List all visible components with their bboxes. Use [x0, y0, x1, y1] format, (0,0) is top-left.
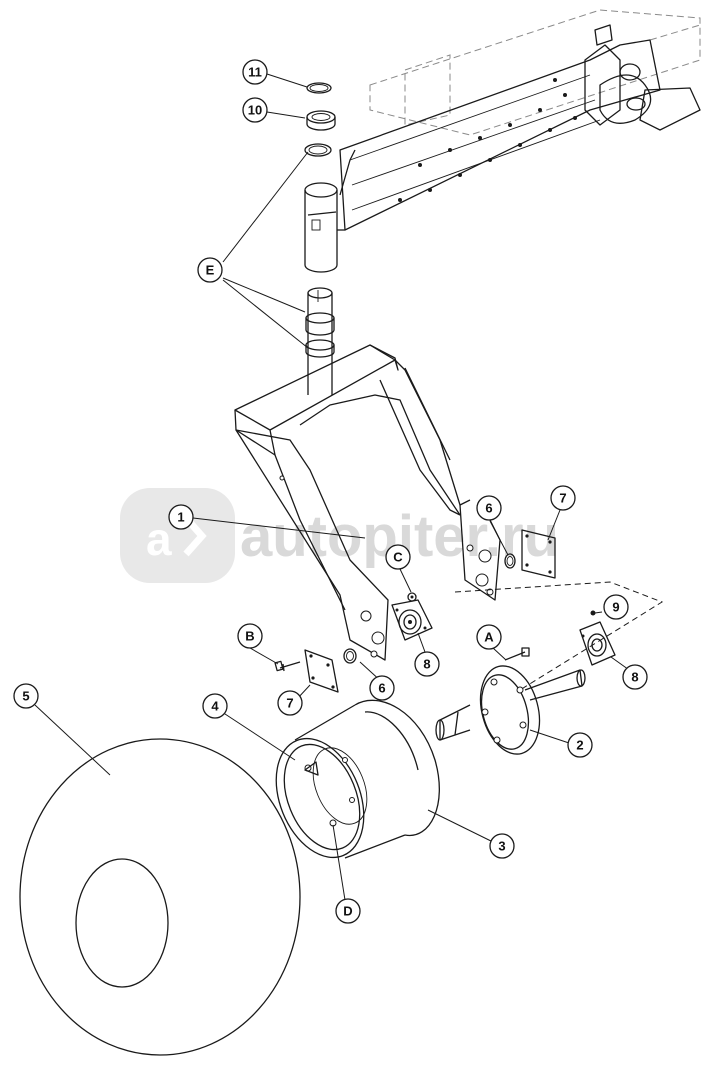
callout-11: 11 — [242, 59, 268, 85]
pivot-sleeve — [304, 149, 356, 273]
svg-text:E: E — [206, 263, 215, 278]
bolt-a — [504, 647, 530, 661]
wheel-rim-3-4 — [275, 699, 440, 859]
svg-text:a: a — [146, 513, 172, 565]
frame-beam — [339, 9, 701, 231]
callout-4: 4 — [202, 693, 228, 719]
svg-text:1: 1 — [177, 510, 184, 525]
svg-text:8: 8 — [631, 670, 638, 685]
svg-text:10: 10 — [248, 103, 262, 118]
svg-text:4: 4 — [211, 699, 219, 714]
callout-8-left: 8 — [414, 651, 440, 677]
svg-text:6: 6 — [485, 501, 492, 516]
tire-5 — [19, 738, 301, 1056]
svg-text:B: B — [245, 629, 254, 644]
callout-10: 10 — [242, 97, 268, 123]
callout-2: 2 — [567, 732, 593, 758]
swing-arm-1 — [234, 344, 501, 661]
svg-text:7: 7 — [559, 491, 566, 506]
ring-11 — [306, 82, 332, 94]
bearing-8-left — [391, 599, 433, 641]
callout-c: C — [385, 544, 411, 570]
washer-e-top — [304, 143, 332, 157]
cover-plate-7-left — [304, 649, 339, 693]
svg-text:2: 2 — [576, 738, 583, 753]
svg-text:9: 9 — [612, 600, 619, 615]
nut-9 — [590, 610, 596, 616]
nut-c — [407, 592, 417, 602]
cover-plate-7-right — [521, 529, 556, 579]
callout-7-left: 7 — [277, 690, 303, 716]
callout-d: D — [335, 898, 361, 924]
hub-spindle-2 — [435, 665, 586, 755]
callout-6-left: 6 — [369, 675, 395, 701]
callout-e: E — [197, 257, 223, 283]
callout-9: 9 — [603, 594, 629, 620]
pivot-pin — [305, 287, 335, 395]
callout-6-right: 6 — [476, 495, 502, 521]
callout-5: 5 — [13, 683, 39, 709]
svg-text:3: 3 — [498, 839, 505, 854]
callout-8-right: 8 — [622, 664, 648, 690]
svg-text:7: 7 — [286, 696, 293, 711]
bolt-b — [274, 660, 301, 672]
callout-b: B — [237, 623, 263, 649]
svg-text:A: A — [484, 630, 494, 645]
svg-text:D: D — [343, 904, 352, 919]
svg-text:8: 8 — [423, 657, 430, 672]
callout-1: 1 — [168, 504, 194, 530]
svg-text:5: 5 — [22, 689, 29, 704]
bearing-8-right — [579, 621, 616, 666]
callout-a: A — [476, 624, 502, 650]
svg-text:6: 6 — [378, 681, 385, 696]
washer-6-right — [504, 553, 516, 569]
svg-text:C: C — [393, 550, 403, 565]
leader-lines — [34, 73, 633, 901]
bushing-10 — [306, 110, 336, 131]
callout-7-right: 7 — [550, 485, 576, 511]
svg-text:11: 11 — [248, 65, 262, 80]
washer-6-left — [343, 648, 357, 664]
callout-3: 3 — [489, 833, 515, 859]
